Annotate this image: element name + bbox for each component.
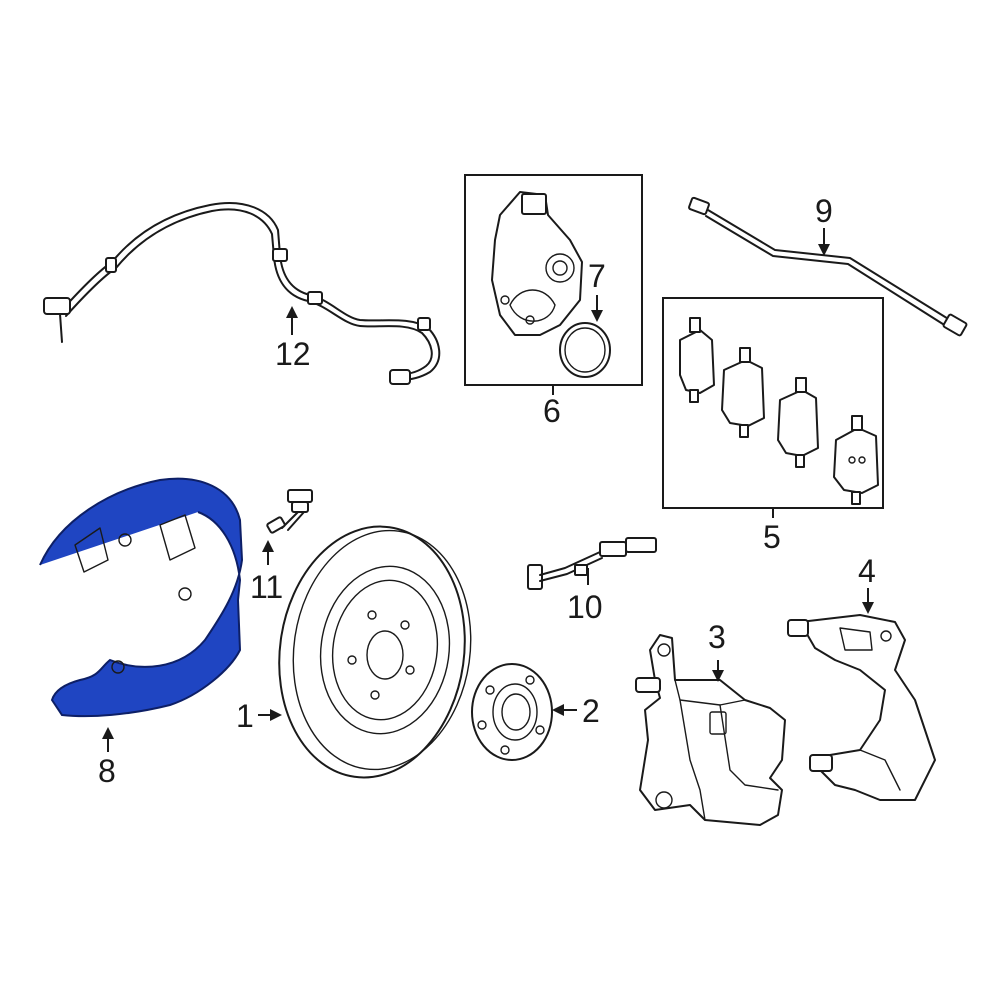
callout-6: 6 (543, 393, 561, 429)
arrow-12 (286, 306, 298, 318)
callout-9: 9 (815, 193, 833, 229)
part-4-caliper-bracket[interactable] (787, 614, 936, 801)
callout-11: 11 (250, 569, 283, 605)
part-10-wear-sensor[interactable] (527, 537, 657, 590)
part-3-brake-caliper[interactable] (635, 634, 786, 826)
part-1-brake-rotor[interactable] (263, 514, 485, 789)
shield-tab (74, 527, 109, 573)
arrow-4 (862, 602, 874, 614)
callout-1: 1 (236, 698, 254, 734)
part-9-wear-sensor-cable[interactable] (688, 196, 968, 337)
part-12-abs-sensor-harness[interactable] (43, 201, 441, 385)
callout-4: 4 (858, 553, 876, 589)
arrow-11 (262, 540, 274, 552)
callout-3: 3 (708, 619, 726, 655)
part-11-wear-sensor[interactable] (266, 489, 313, 534)
callout-5: 5 (763, 519, 781, 555)
arrow-8 (102, 727, 114, 739)
callout-2: 2 (582, 693, 600, 729)
callout-10: 10 (567, 589, 603, 625)
arrow-9 (818, 244, 830, 256)
harness-clip (105, 257, 117, 273)
shield-tab (159, 514, 196, 561)
harness-connector (389, 369, 411, 385)
part-8-splash-shield[interactable] (39, 477, 244, 718)
shield-bolt-hole (178, 587, 192, 601)
harness-clip (307, 291, 323, 305)
harness-clip (272, 248, 288, 262)
brake-pad (721, 347, 765, 438)
arrow-2 (552, 704, 564, 716)
arrow-7 (591, 310, 603, 322)
brake-pad (679, 317, 715, 403)
arrow-3 (712, 670, 724, 682)
part-5-brake-pads[interactable] (679, 317, 879, 505)
brake-pad (833, 415, 879, 505)
shield-bolt-hole (111, 660, 125, 674)
arrow-1 (270, 709, 282, 721)
part-7-o-ring-seal[interactable] (559, 322, 611, 378)
callout-8: 8 (98, 753, 116, 789)
callout-12: 12 (275, 336, 311, 372)
splash-shield-body (39, 477, 244, 718)
brake-pad (777, 377, 819, 468)
callout-7: 7 (588, 258, 606, 294)
shield-bolt-hole (118, 533, 132, 547)
part-6-parking-brake-motor[interactable] (491, 191, 583, 336)
part-2-hub-assembly[interactable] (471, 663, 553, 761)
sensor-head (43, 297, 71, 315)
harness-clip (417, 317, 431, 331)
